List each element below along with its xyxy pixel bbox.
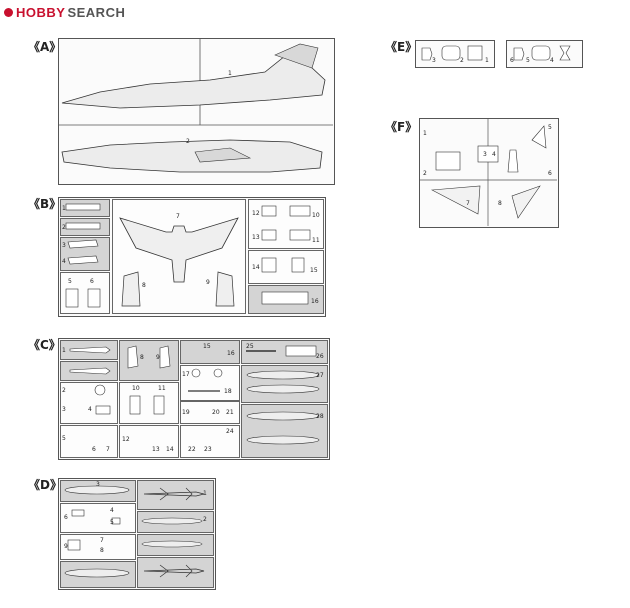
part-d3-number: 3 [96, 481, 100, 488]
part-c24-number: 24 [226, 428, 234, 435]
part-b11-number: 11 [312, 237, 320, 244]
part-c5-c7-cell [60, 425, 118, 458]
logo-mark-icon [4, 7, 13, 17]
part-e2-number: 2 [460, 57, 464, 64]
part-c4-number: 4 [88, 406, 92, 413]
part-f2-number: 2 [423, 170, 427, 177]
part-b14-b15-cell [248, 250, 324, 284]
part-f8-number: 8 [498, 200, 502, 207]
part-b15-number: 15 [310, 267, 318, 274]
part-c22-number: 22 [188, 446, 196, 453]
part-c26-number: 26 [316, 353, 324, 360]
part-c1-number: 1 [62, 347, 66, 354]
part-e3-number: 3 [432, 57, 436, 64]
part-e4-number: 4 [550, 57, 554, 64]
part-c23-number: 23 [204, 446, 212, 453]
part-c19-number: 19 [182, 409, 190, 416]
part-b6-number: 6 [90, 278, 94, 285]
part-d9-number: 9 [64, 543, 68, 550]
part-c11-number: 11 [158, 385, 166, 392]
part-d4-number: 4 [110, 507, 114, 514]
part-b3-number: 3 [62, 242, 66, 249]
part-c27-number: 27 [316, 372, 324, 379]
part-b7-number: 7 [176, 213, 180, 220]
runner-d-label: 《D》 [28, 478, 62, 492]
logo-text-hobby: HOBBY [16, 4, 66, 20]
part-a1-number: 1 [228, 70, 232, 77]
part-c25-number: 25 [246, 343, 254, 350]
part-b10-b13-cell [248, 199, 324, 249]
part-b14-number: 14 [252, 264, 260, 271]
part-c14-number: 14 [166, 446, 174, 453]
logo-text-search: SEARCH [67, 4, 126, 20]
part-e1-number: 1 [485, 57, 489, 64]
part-b10-number: 10 [312, 212, 320, 219]
part-d4-d6-cell [60, 503, 136, 533]
part-c17-number: 17 [182, 371, 190, 378]
part-c8-number: 8 [140, 354, 144, 361]
part-b4-number: 4 [62, 258, 66, 265]
part-b1-number: 1 [62, 205, 66, 212]
part-b12-number: 12 [252, 210, 260, 217]
part-c28-number: 28 [316, 413, 324, 420]
part-b16-number: 16 [311, 298, 319, 305]
part-c12-c14-cell [119, 425, 179, 458]
part-f4-number: 4 [492, 151, 496, 158]
part-a2-number: 2 [186, 138, 190, 145]
part-c13-number: 13 [152, 446, 160, 453]
hobby-search-logo[interactable]: HOBBY SEARCH [4, 4, 125, 20]
runner-b-label: 《B》 [28, 197, 62, 211]
part-c15-c16-cell [180, 340, 240, 364]
part-c7-number: 7 [106, 446, 110, 453]
runner-c-label: 《C》 [28, 338, 61, 352]
part-f3-number: 3 [483, 151, 487, 158]
part-c16-number: 16 [227, 350, 235, 357]
part-f7-number: 7 [466, 200, 470, 207]
part-c18-number: 18 [224, 388, 232, 395]
part-b13-number: 13 [252, 234, 260, 241]
part-f1-number: 1 [423, 130, 427, 137]
part-c3-number: 3 [62, 406, 66, 413]
part-c10-c11-cell [119, 382, 179, 424]
part-d1-number: 1 [203, 490, 207, 497]
part-c17-c18-cell [180, 365, 240, 401]
part-e6-number: 6 [510, 57, 514, 64]
part-c21-number: 21 [226, 409, 234, 416]
part-d5-number: 5 [110, 519, 114, 526]
part-f5-number: 5 [548, 124, 552, 131]
runner-e-label: 《E》 [385, 40, 418, 54]
part-e5-number: 5 [526, 57, 530, 64]
part-b2-number: 2 [62, 224, 66, 231]
part-c5-number: 5 [62, 435, 66, 442]
part-c12-number: 12 [122, 436, 130, 443]
part-d2-number: 2 [203, 516, 207, 523]
part-c19-c21-cell [180, 401, 240, 424]
part-c2-number: 2 [62, 387, 66, 394]
part-f6-number: 6 [548, 170, 552, 177]
part-d7-number: 7 [100, 537, 104, 544]
part-c2-c4-cell [60, 382, 118, 424]
part-c15-number: 15 [203, 343, 211, 350]
part-c6-number: 6 [92, 446, 96, 453]
part-b8-number: 8 [142, 282, 146, 289]
part-c20-number: 20 [212, 409, 220, 416]
runner-f-label: 《F》 [385, 120, 418, 134]
part-b5-number: 5 [68, 278, 72, 285]
part-c9-number: 9 [156, 354, 160, 361]
part-c10-number: 10 [132, 385, 140, 392]
part-b9-number: 9 [206, 279, 210, 286]
part-d6-number: 6 [64, 514, 68, 521]
part-c22-c24-cell [180, 425, 240, 458]
runner-a-label: 《A》 [28, 40, 62, 54]
part-d8-number: 8 [100, 547, 104, 554]
